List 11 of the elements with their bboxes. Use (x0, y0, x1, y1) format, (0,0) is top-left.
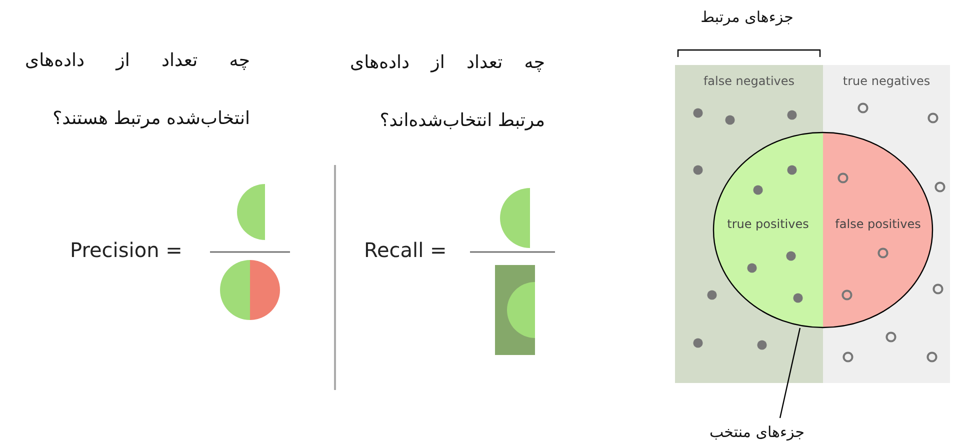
bracket-label: جزءهای مرتبط (700, 8, 794, 26)
formula-label: Recall = (364, 238, 447, 262)
region-label: true negatives (842, 74, 932, 88)
leader-line (779, 328, 801, 418)
region-label: false negatives (702, 74, 796, 88)
question-text: چه تعداد از داده‌های مرتبط انتخاب‌شده‌اند؟ (350, 51, 545, 133)
region-label: false positives (834, 217, 922, 231)
formula-label: Precision = (70, 238, 182, 262)
question-text: چه تعداد از داده‌های انتخاب‌شده مرتبط هستند؟ (25, 49, 250, 131)
region-label: true positives (726, 217, 810, 231)
caption-text: جزءهای منتخب (700, 420, 814, 444)
